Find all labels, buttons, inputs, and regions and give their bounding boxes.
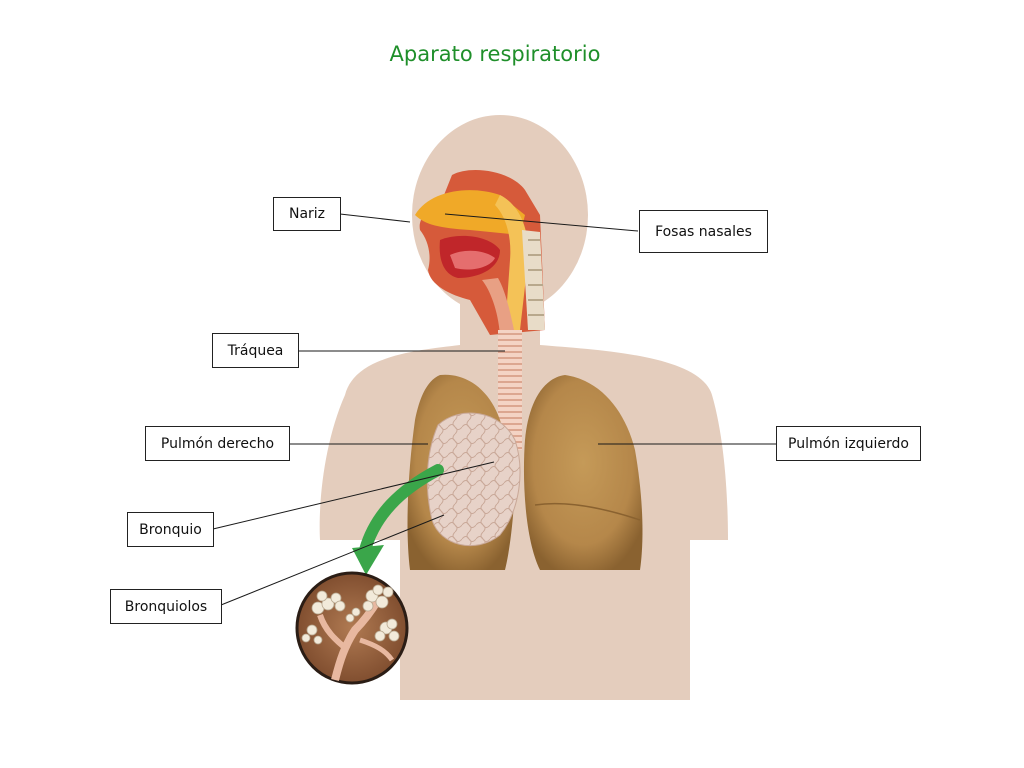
left-lung-shape: [523, 375, 643, 570]
fosas-nasales-leader: [444, 213, 639, 232]
bronchial-tree-shape: [426, 412, 521, 547]
alveoli-magnified: [295, 571, 409, 685]
label-nariz: Nariz: [273, 197, 341, 231]
label-traquea: Tráquea: [212, 333, 299, 368]
label-fosas-nasales: Fosas nasales: [639, 210, 768, 253]
diagram-title: Aparato respiratorio: [389, 42, 601, 66]
leader-lines: [212, 213, 776, 606]
bronquio-leader: [212, 461, 495, 530]
label-bronquio: Bronquio: [127, 512, 214, 547]
label-bronquiolos: Bronquiolos: [110, 589, 222, 624]
bronquiolos-leader: [220, 514, 445, 606]
label-pulmon-izquierdo: Pulmón izquierdo: [776, 426, 921, 461]
nariz-leader: [339, 213, 411, 223]
zoom-arrow-shaft: [359, 464, 444, 556]
head-cross-section: [415, 170, 545, 335]
label-pulmon-derecho: Pulmón derecho: [145, 426, 290, 461]
zoom-arrow-icon: [352, 545, 384, 575]
